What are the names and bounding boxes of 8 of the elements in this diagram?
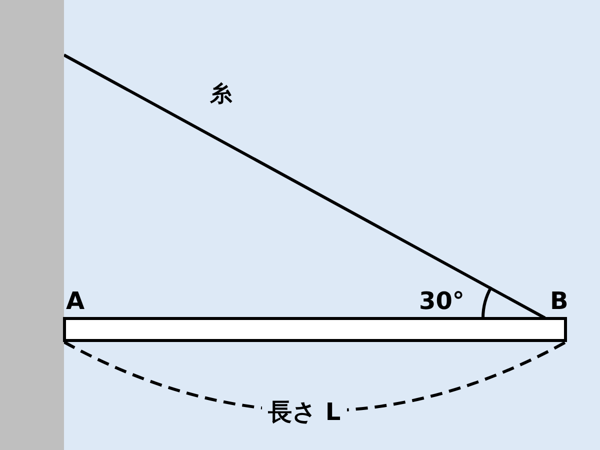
wall [0, 0, 64, 450]
edge-label: 糸 [210, 84, 232, 106]
string-line [63, 54, 546, 320]
rod [63, 317, 567, 342]
length-label: 長さ L [262, 398, 347, 426]
point-label: A [66, 289, 85, 313]
point-label: B [550, 289, 568, 313]
angle-label: 30° [419, 289, 464, 313]
